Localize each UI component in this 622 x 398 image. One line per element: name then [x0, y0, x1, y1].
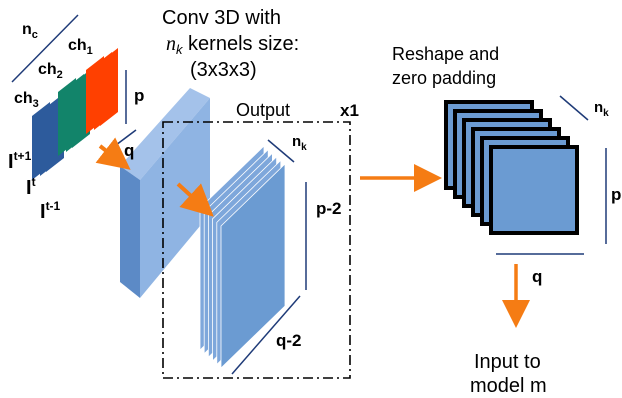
nk-out-label: nk [292, 133, 307, 153]
it-label: It [26, 175, 36, 199]
input-frames [32, 48, 118, 180]
it-plus-label: It+1 [8, 149, 32, 173]
q-right-label: q [532, 267, 542, 286]
conv-title-line2: nk kernels size: [166, 33, 299, 57]
q-in-label: q [124, 141, 134, 160]
input-line1: Input to [474, 351, 541, 373]
p-in-label: p [134, 86, 144, 105]
output-feature-map-slice [220, 163, 286, 369]
frame-t-minus-1-ch1 [86, 56, 104, 134]
conv-kernel-block [120, 88, 210, 298]
nc-label: nc [22, 21, 38, 41]
kernel-block-front [140, 98, 210, 298]
output-dashed-box [162, 121, 351, 379]
reshaped-feature-map [489, 145, 579, 235]
input-line2: model m [470, 375, 547, 397]
kernel-block-top [120, 88, 210, 180]
nk-right-label: nk [594, 99, 609, 119]
conv-title-line3: (3x3x3) [190, 59, 257, 81]
arrow-input-to-kernel [95, 137, 131, 170]
ch2-label: ch2 [38, 61, 63, 81]
reshaped-feature-maps [444, 100, 579, 235]
nk-right-dimension-line [559, 95, 589, 121]
q2-label: q-2 [276, 331, 302, 350]
reshape-line2: zero padding [392, 68, 496, 88]
nc-dimension-line [11, 14, 79, 83]
kernel-block-side [120, 166, 140, 298]
it-minus-label: It-1 [40, 199, 61, 223]
ch1-label: ch1 [68, 37, 93, 57]
x1-label: x1 [340, 101, 359, 120]
p-right-label: p [611, 185, 621, 204]
p2-label: p-2 [316, 199, 342, 218]
frame-t-minus-1-ch3 [32, 102, 50, 180]
frame-t-minus-1-ch2 [58, 78, 76, 156]
ch3-label: ch3 [14, 90, 39, 110]
nk-out-dimension-line [267, 139, 295, 163]
arrow-kernel-to-output [176, 182, 214, 217]
output-label: Output [236, 100, 290, 120]
reshape-line1: Reshape and [392, 44, 499, 64]
output-feature-maps [199, 145, 286, 369]
q2-dimension-line [231, 295, 301, 375]
conv-title-line1: Conv 3D with [162, 7, 281, 29]
